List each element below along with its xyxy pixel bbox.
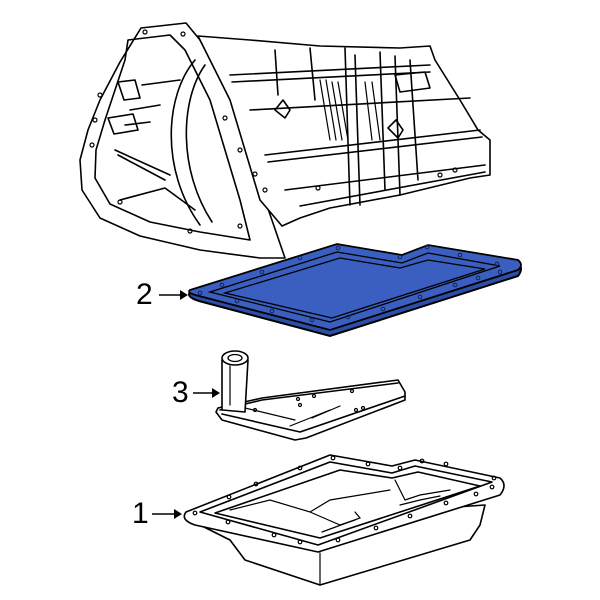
callout-1-oil-pan[interactable]: 1	[132, 497, 149, 530]
transmission-filter[interactable]	[215, 350, 406, 441]
callout-3-filter[interactable]: 3	[172, 376, 189, 409]
pan-gasket[interactable]	[188, 243, 522, 338]
callout-2-pan-gasket[interactable]: 2	[136, 278, 153, 311]
transmission-case	[79, 22, 491, 259]
callout-arrows	[152, 290, 220, 519]
oil-pan[interactable]	[183, 454, 505, 586]
